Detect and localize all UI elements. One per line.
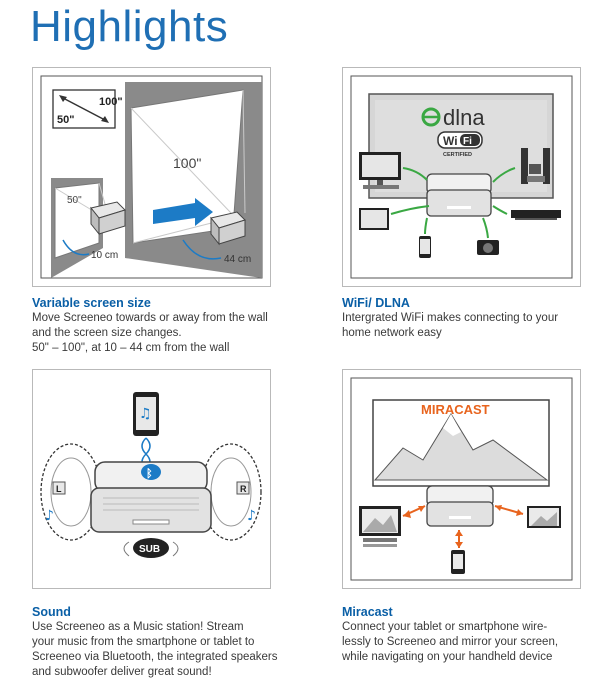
desktop-computer-icon xyxy=(359,152,401,189)
smartphone-icon xyxy=(419,236,431,258)
caption-line: Connect your tablet or smartphone wire- xyxy=(342,621,548,633)
left-channel-label: L xyxy=(56,484,62,494)
distance-small-label: 10 cm xyxy=(91,250,118,261)
size-label-big: 100" xyxy=(99,96,123,108)
smartphone-icon xyxy=(451,550,465,574)
screen-small-label: 50" xyxy=(67,195,82,206)
caption-heading: Miracast xyxy=(342,605,393,619)
large-projector-icon xyxy=(210,211,246,246)
right-channel-label: R xyxy=(240,484,247,494)
screeneo-projector-icon xyxy=(426,173,492,217)
caption-heading: Variable screen size xyxy=(32,296,151,310)
caption-line: Move Screeneo towards or away from the w… xyxy=(32,312,268,324)
caption-line: and subwoofer deliver great sound! xyxy=(32,666,212,678)
caption-line: home network easy xyxy=(342,327,442,339)
smartphone-icon: ♫ xyxy=(133,392,159,436)
move-arrow-icon xyxy=(153,198,213,226)
right-speaker-icon: R ♪ xyxy=(236,481,256,524)
caption-line: Intergrated WiFi makes connecting to you… xyxy=(342,312,559,324)
caption-sound: Sound Use Screeneo as a Music station! S… xyxy=(32,605,312,680)
svg-text:♪: ♪ xyxy=(45,508,54,524)
desktop-computer-icon xyxy=(359,506,401,547)
mountain-image xyxy=(373,413,549,481)
page-title: Highlights xyxy=(30,2,229,51)
music-note-icon: ♫ xyxy=(139,406,152,422)
wifi-fi-text: Fi xyxy=(463,136,472,147)
svg-text:ᛒ: ᛒ xyxy=(146,467,153,480)
variable-screen-size-illustration: 100" 50" 100" 50" 10 cm 44 cm xyxy=(32,67,271,287)
caption-line: Screeneo via Bluetooth, the integrated s… xyxy=(32,651,278,663)
subwoofer-label: SUB xyxy=(139,544,160,555)
caption-line: Use Screeneo as a Music station! Stream xyxy=(32,621,244,633)
miracast-illustration: MIRACAST xyxy=(342,369,581,589)
caption-line: lessly to Screeneo and mirror your scree… xyxy=(342,636,559,648)
screeneo-projector-icon xyxy=(90,461,212,533)
caption-heading: Sound xyxy=(32,605,71,619)
certified-text: CERTIFIED xyxy=(443,152,472,158)
tablet-icon xyxy=(359,208,389,230)
svg-text:♪: ♪ xyxy=(247,508,256,524)
miracast-label: MIRACAST xyxy=(421,402,490,417)
caption-line: your music from the smartphone or tablet… xyxy=(32,636,255,648)
wifi-wi-text: Wi xyxy=(443,134,458,148)
bluray-player-icon xyxy=(511,210,561,220)
bluetooth-icon xyxy=(141,464,161,480)
caption-line: and the screen size changes. xyxy=(32,327,182,339)
size-label-small: 50" xyxy=(57,114,74,126)
caption-wifi-dlna: WiFi/ DLNA Intergrated WiFi makes connec… xyxy=(342,296,602,341)
caption-line: 50" – 100", at 10 – 44 cm from the wall xyxy=(32,342,230,354)
caption-heading: WiFi/ DLNA xyxy=(342,296,410,310)
left-speaker-icon: L ♪ xyxy=(45,481,66,524)
subwoofer-icon xyxy=(133,538,169,558)
tablet-icon xyxy=(527,506,561,528)
small-projector-icon xyxy=(90,201,126,236)
caption-line: while navigating on your handheld device xyxy=(342,651,553,663)
screeneo-projector-icon xyxy=(426,485,494,527)
wifi-dlna-illustration: dlna Wi Fi CERTIFIED xyxy=(342,67,581,287)
camera-icon xyxy=(477,240,499,255)
caption-miracast: Miracast Connect your tablet or smartpho… xyxy=(342,605,602,665)
connection-arrows xyxy=(390,167,516,239)
sound-illustration: ♫ ᛒ L ♪ R ♪ SUB xyxy=(32,369,271,589)
speakers-icon xyxy=(521,148,550,184)
dlna-logo-text: dlna xyxy=(443,105,485,130)
distance-big-label: 44 cm xyxy=(224,254,251,265)
small-screen xyxy=(54,182,100,259)
screen-big-label: 100" xyxy=(173,155,201,171)
caption-variable-screen-size: Variable screen size Move Screeneo towar… xyxy=(32,296,312,356)
